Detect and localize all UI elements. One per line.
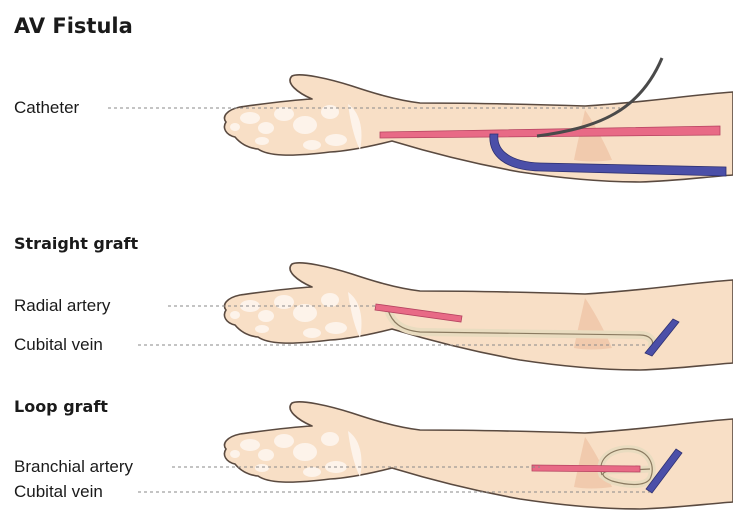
arm-straight-graft — [138, 263, 733, 370]
arm-loop-graft — [138, 402, 733, 509]
branchial-artery-vessel — [532, 465, 640, 472]
arm-av-fistula — [108, 58, 733, 182]
